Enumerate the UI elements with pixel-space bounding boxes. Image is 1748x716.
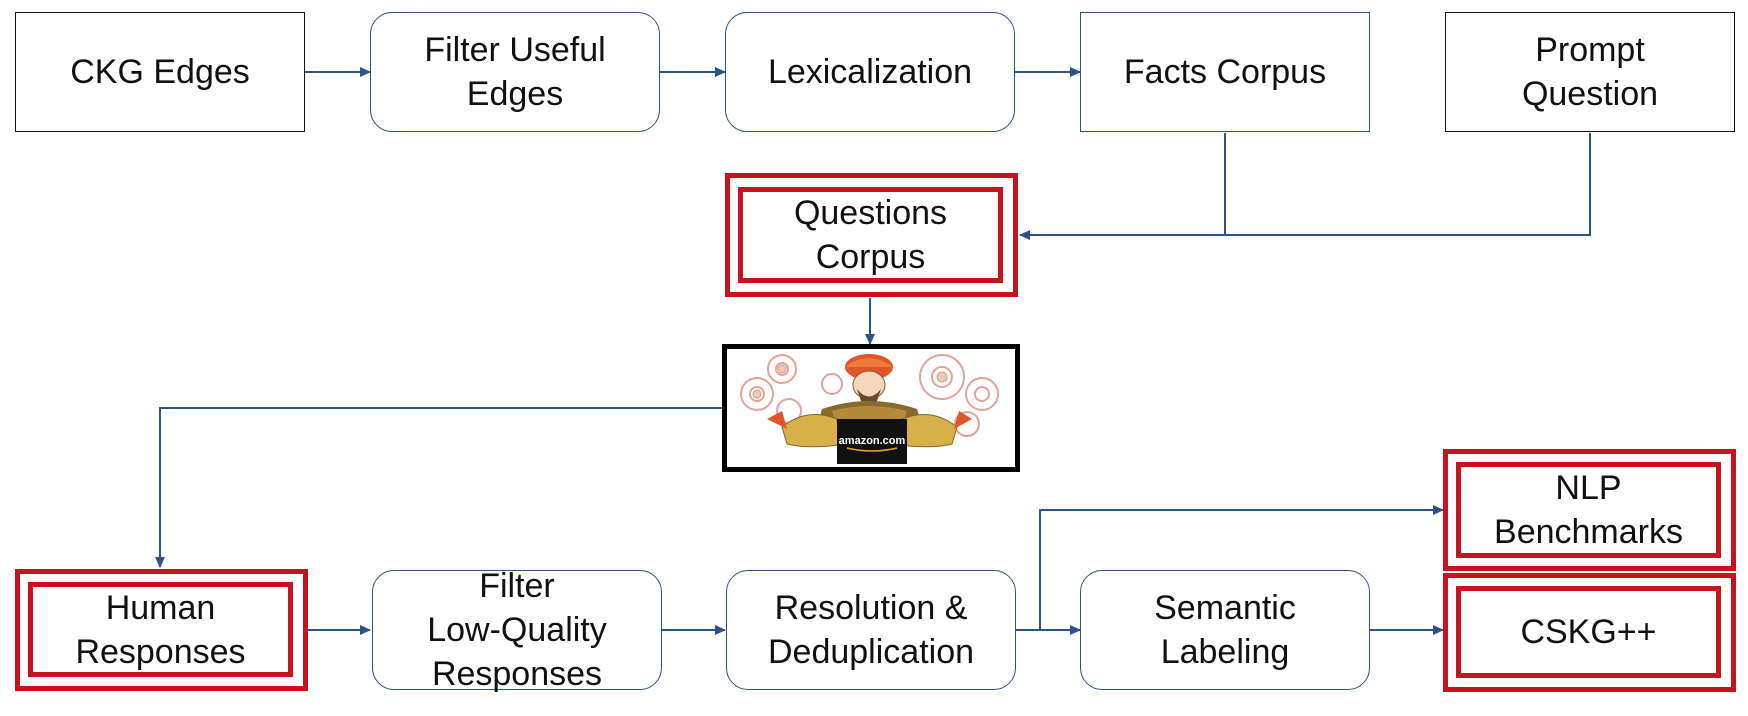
mechanical-turk-icon: amazon.com [740, 354, 999, 464]
amazon-logo-text: amazon.com [839, 435, 906, 447]
human-responses-node: Human Responses [28, 582, 293, 677]
filter-low-quality-label: Filter Low-Quality Responses [427, 567, 607, 693]
facts-corpus-node: Facts Corpus [1080, 12, 1370, 132]
lexicalization-node: Lexicalization [725, 12, 1015, 132]
filter-low-quality-node: Filter Low-Quality Responses [372, 567, 662, 693]
resolution-dedup-label: Resolution & Deduplication [767, 589, 975, 671]
semantic-labeling-node: Semantic Labeling [1080, 570, 1370, 690]
human-responses-highlight [15, 569, 308, 691]
prompt-question-node: Prompt Question [1445, 12, 1735, 132]
questions-corpus-label: Questions Corpus [793, 194, 948, 276]
cskg-plus-plus-label: CSKG++ [1520, 613, 1657, 651]
nlp-benchmarks-highlight [1443, 449, 1736, 571]
ckg-edges-node: CKG Edges [15, 12, 305, 132]
edge-facts-to-questions [1019, 133, 1226, 240]
ckg-edges-label: CKG Edges [70, 53, 250, 91]
cskg-plus-plus-highlight [1443, 573, 1736, 692]
edge-prompt-to-questions [1225, 133, 1591, 236]
nlp-benchmarks-node: NLP Benchmarks [1456, 462, 1721, 558]
edge-resolution-to-nlp [1039, 505, 1444, 630]
nlp-benchmarks-label: NLP Benchmarks [1494, 469, 1683, 551]
filter-useful-edges-node: Filter Useful Edges [370, 12, 660, 132]
prompt-question-label: Prompt Question [1521, 31, 1659, 113]
edge-turk-to-human [155, 407, 722, 568]
resolution-dedup-node: Resolution & Deduplication [726, 570, 1016, 690]
semantic-labeling-label: Semantic Labeling [1154, 589, 1296, 671]
filter-useful-edges-label: Filter Useful Edges [424, 31, 606, 113]
human-responses-label: Human Responses [75, 588, 246, 671]
crowdsourcing-image: amazon.com [722, 344, 1020, 472]
questions-corpus-highlight [725, 173, 1018, 297]
cskg-plus-plus-node: CSKG++ [1456, 586, 1721, 678]
lexicalization-label: Lexicalization [767, 53, 973, 91]
facts-corpus-label: Facts Corpus [1123, 53, 1327, 91]
questions-corpus-node: Questions Corpus [738, 187, 1003, 283]
